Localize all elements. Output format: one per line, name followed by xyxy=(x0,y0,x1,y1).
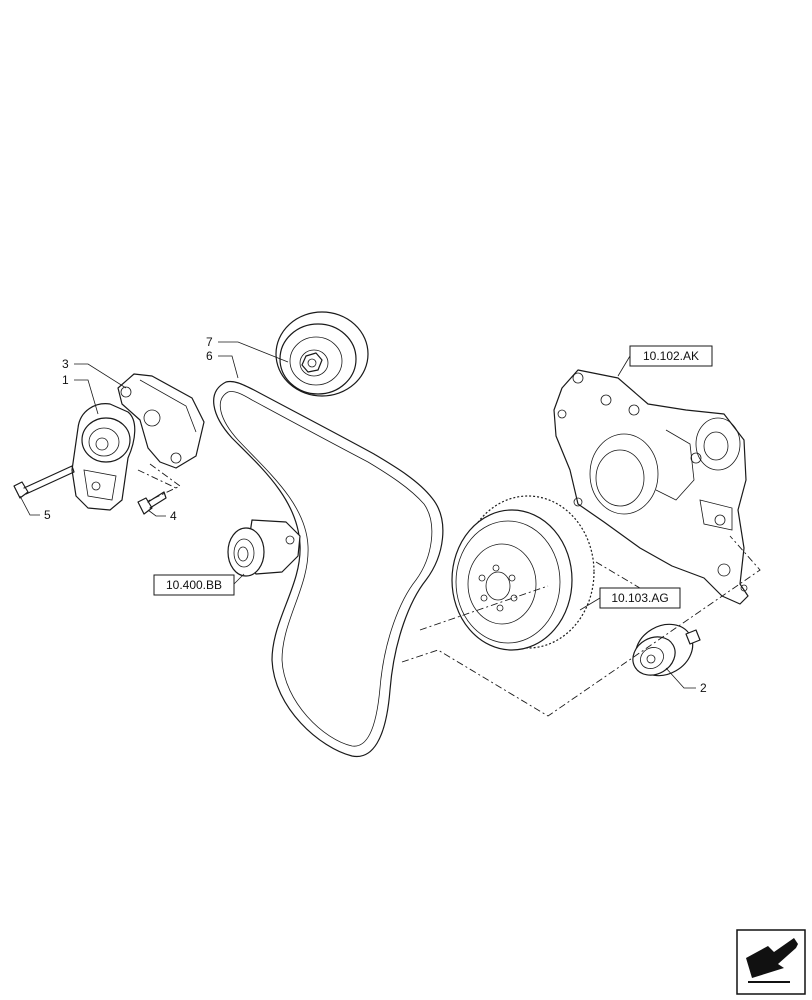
idler-roller xyxy=(632,623,701,677)
belt-tensioner xyxy=(71,403,136,511)
callout-1: 1 xyxy=(62,373,69,387)
crankshaft-damper xyxy=(451,495,595,651)
tensioner-bracket xyxy=(117,373,205,469)
assembly-lines xyxy=(137,463,761,717)
callout-2: 2 xyxy=(700,681,707,695)
reference-10-103-ag-label: 10.103.AG xyxy=(611,591,668,605)
reference-10-103-ag[interactable]: 10.103.AG xyxy=(599,587,681,609)
idler-pulley xyxy=(275,311,369,397)
reference-10-400-bb[interactable]: 10.400.BB xyxy=(153,574,235,596)
alternator-pulley xyxy=(227,519,301,577)
bolt-long xyxy=(13,465,75,499)
callout-5: 5 xyxy=(44,508,51,522)
callout-3: 3 xyxy=(62,357,69,371)
reference-10-102-ak[interactable]: 10.102.AK xyxy=(629,345,713,367)
callout-labels: 7 6 3 1 5 4 2 xyxy=(44,335,707,695)
back-arrow-icon[interactable] xyxy=(736,929,806,995)
callout-4: 4 xyxy=(170,509,177,523)
front-cover xyxy=(553,369,749,605)
callout-6: 6 xyxy=(206,349,213,363)
leader-lines xyxy=(19,341,696,689)
reference-10-400-bb-label: 10.400.BB xyxy=(166,578,222,592)
drive-belt xyxy=(213,380,444,758)
callout-7: 7 xyxy=(206,335,213,349)
bolt-short xyxy=(137,491,167,515)
reference-10-102-ak-label: 10.102.AK xyxy=(643,349,699,363)
